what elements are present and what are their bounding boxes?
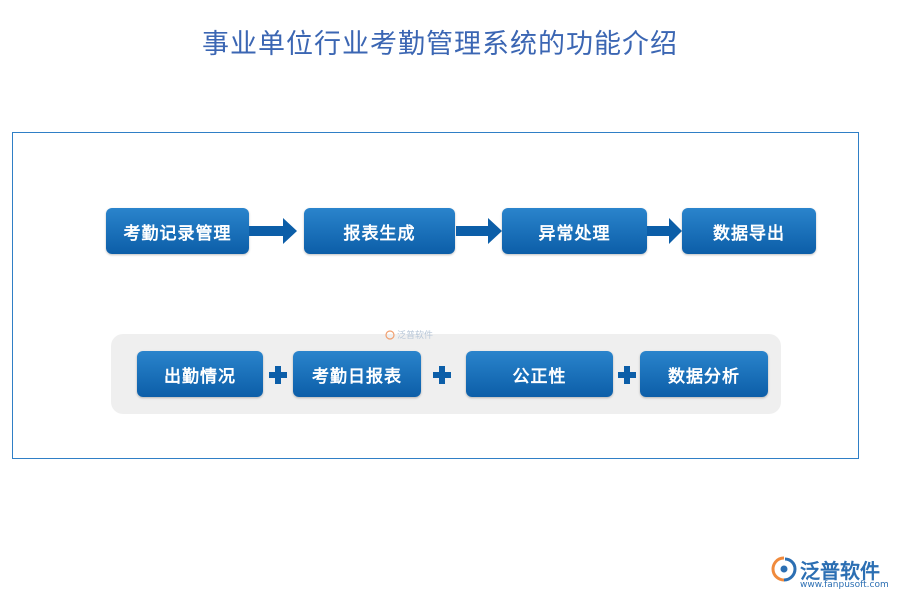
flow-arrow-icon <box>456 218 502 244</box>
flow-step-data-export: 数据导出 <box>682 208 816 254</box>
page-title: 事业单位行业考勤管理系统的功能介绍 <box>202 29 678 60</box>
brand-url: www.fanpusoft.com <box>800 580 889 590</box>
brand-logo-icon <box>771 556 797 582</box>
flow-arrow-icon <box>647 218 682 244</box>
watermark-text: 泛普软件 <box>397 331 434 341</box>
plus-icon <box>433 366 451 384</box>
brand-logo: 泛普软件 www.fanpusoft.com <box>770 553 895 593</box>
plus-icon <box>269 366 287 384</box>
feature-fairness: 公正性 <box>466 351 613 397</box>
feature-attendance-status: 出勤情况 <box>137 351 263 397</box>
plus-icon <box>618 366 636 384</box>
flow-step-report-generation: 报表生成 <box>304 208 455 254</box>
feature-daily-report: 考勤日报表 <box>293 351 421 397</box>
watermark-logo-icon <box>385 329 395 340</box>
flow-step-attendance-record: 考勤记录管理 <box>106 208 249 254</box>
feature-data-analysis: 数据分析 <box>640 351 768 397</box>
brand-name: 泛普软件 <box>800 559 880 583</box>
watermark: 泛普软件 <box>385 328 433 341</box>
flow-arrow-icon <box>249 218 297 244</box>
flow-step-exception-handling: 异常处理 <box>502 208 647 254</box>
